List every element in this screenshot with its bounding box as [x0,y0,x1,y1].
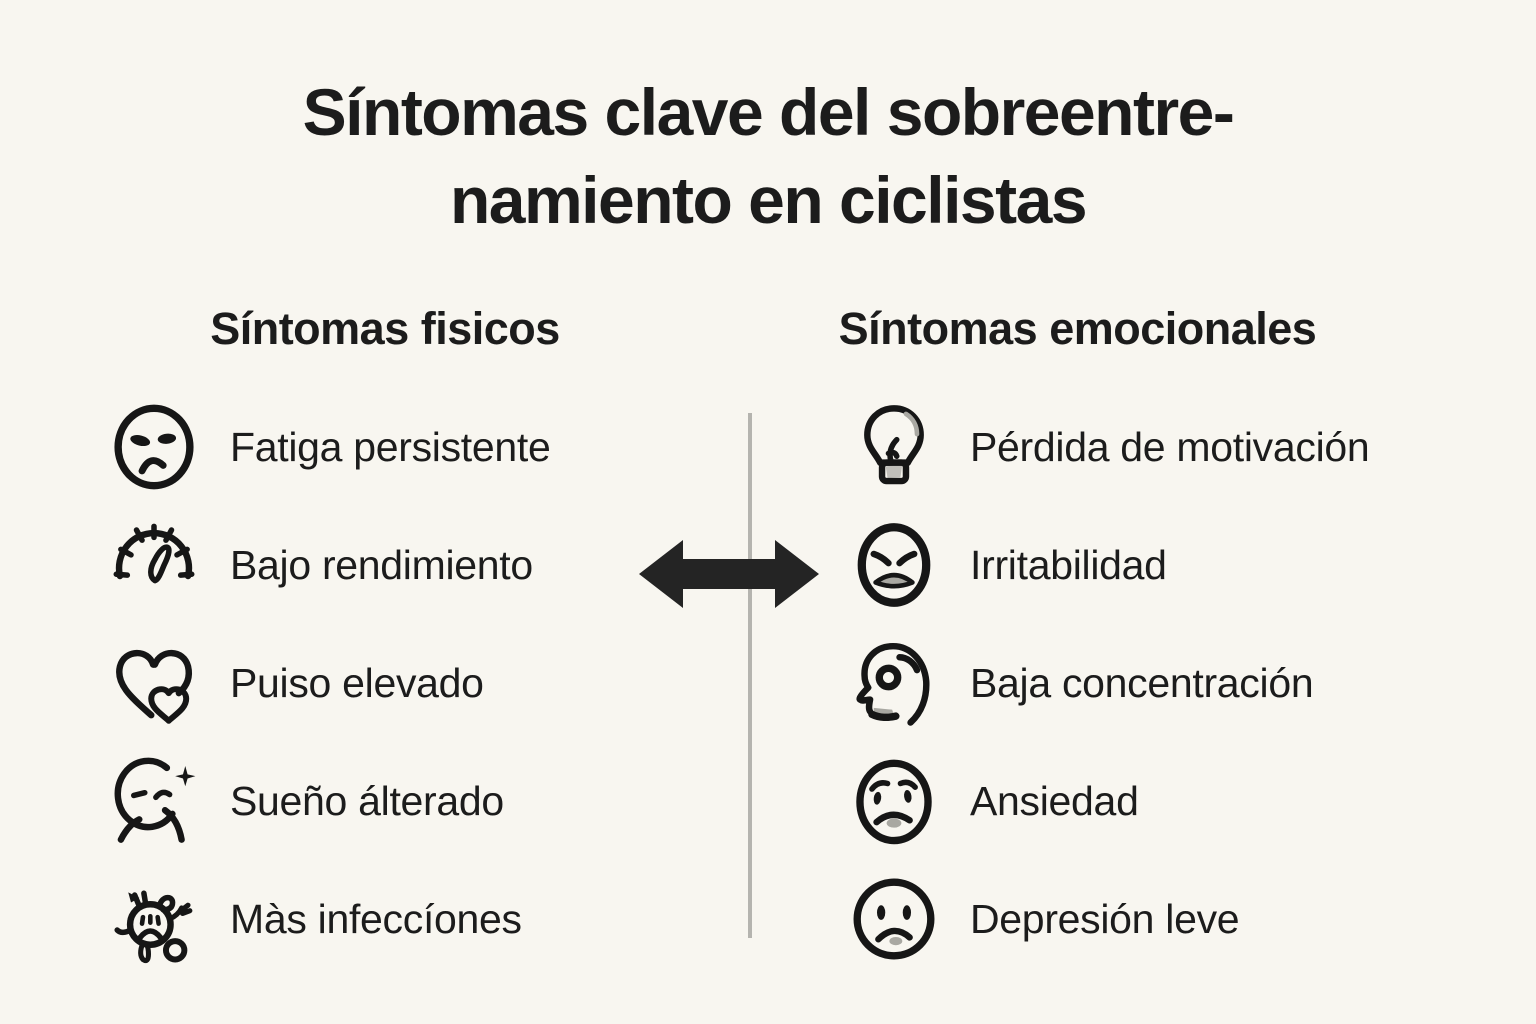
column-heading-physical: Síntomas fisicos [210,303,560,354]
symptom-label: Pérdida de motivación [970,423,1370,470]
speedometer-icon [113,523,195,584]
symptom-label: Irritabilidad [970,541,1167,588]
tired-face-icon [114,404,194,490]
list-item: Fatiga persistente [108,388,668,506]
list-item: Pérdida de motivación [848,388,1468,506]
sad-face-icon [853,878,935,960]
list-item: Màs infeccíones [108,860,668,978]
page-title-line2: namiento en ciclistas [449,163,1088,237]
symptom-label: Màs infeccíones [230,895,522,942]
list-item: Depresión leve [848,860,1468,978]
list-item: Sueño álterado [108,742,668,860]
double-arrow-icon [639,540,819,608]
symptom-label: Fatiga persistente [230,423,551,470]
list-item: Puiso elevado [108,624,668,742]
worried-face-icon [856,759,932,845]
virus-icon [114,890,193,964]
emotional-symptoms-list: Pérdida de motivación Irritabilidad Baja… [848,388,1468,978]
head-profile-icon [856,642,930,726]
lightbulb-icon [864,405,924,485]
page-title-line1: Síntomas clave del sobreentre- [302,75,1235,149]
list-item: Ansiedad [848,742,1468,860]
list-item: Irritabilidad [848,506,1468,624]
symptom-label: Puiso elevado [230,659,484,706]
page-title: Síntomas clave del sobreentre- namiento … [0,68,1536,244]
list-item: Bajo rendimiento [108,506,668,624]
angry-face-icon [857,523,931,607]
symptom-label: Sueño álterado [230,777,504,824]
divider-line [748,413,752,938]
sleepy-face-icon [114,757,196,843]
list-item: Baja concentración [848,624,1468,742]
symptom-label: Baja concentración [970,659,1314,706]
symptom-label: Bajo rendimiento [230,541,533,588]
column-heading-emotional: Síntomas emocionales [838,303,1317,354]
symptom-label: Ansiedad [970,777,1139,824]
physical-symptoms-list: Fatiga persistente Bajo rendimiento Puis… [108,388,668,978]
double-heart-icon [116,649,193,724]
symptom-label: Depresión leve [970,895,1240,942]
